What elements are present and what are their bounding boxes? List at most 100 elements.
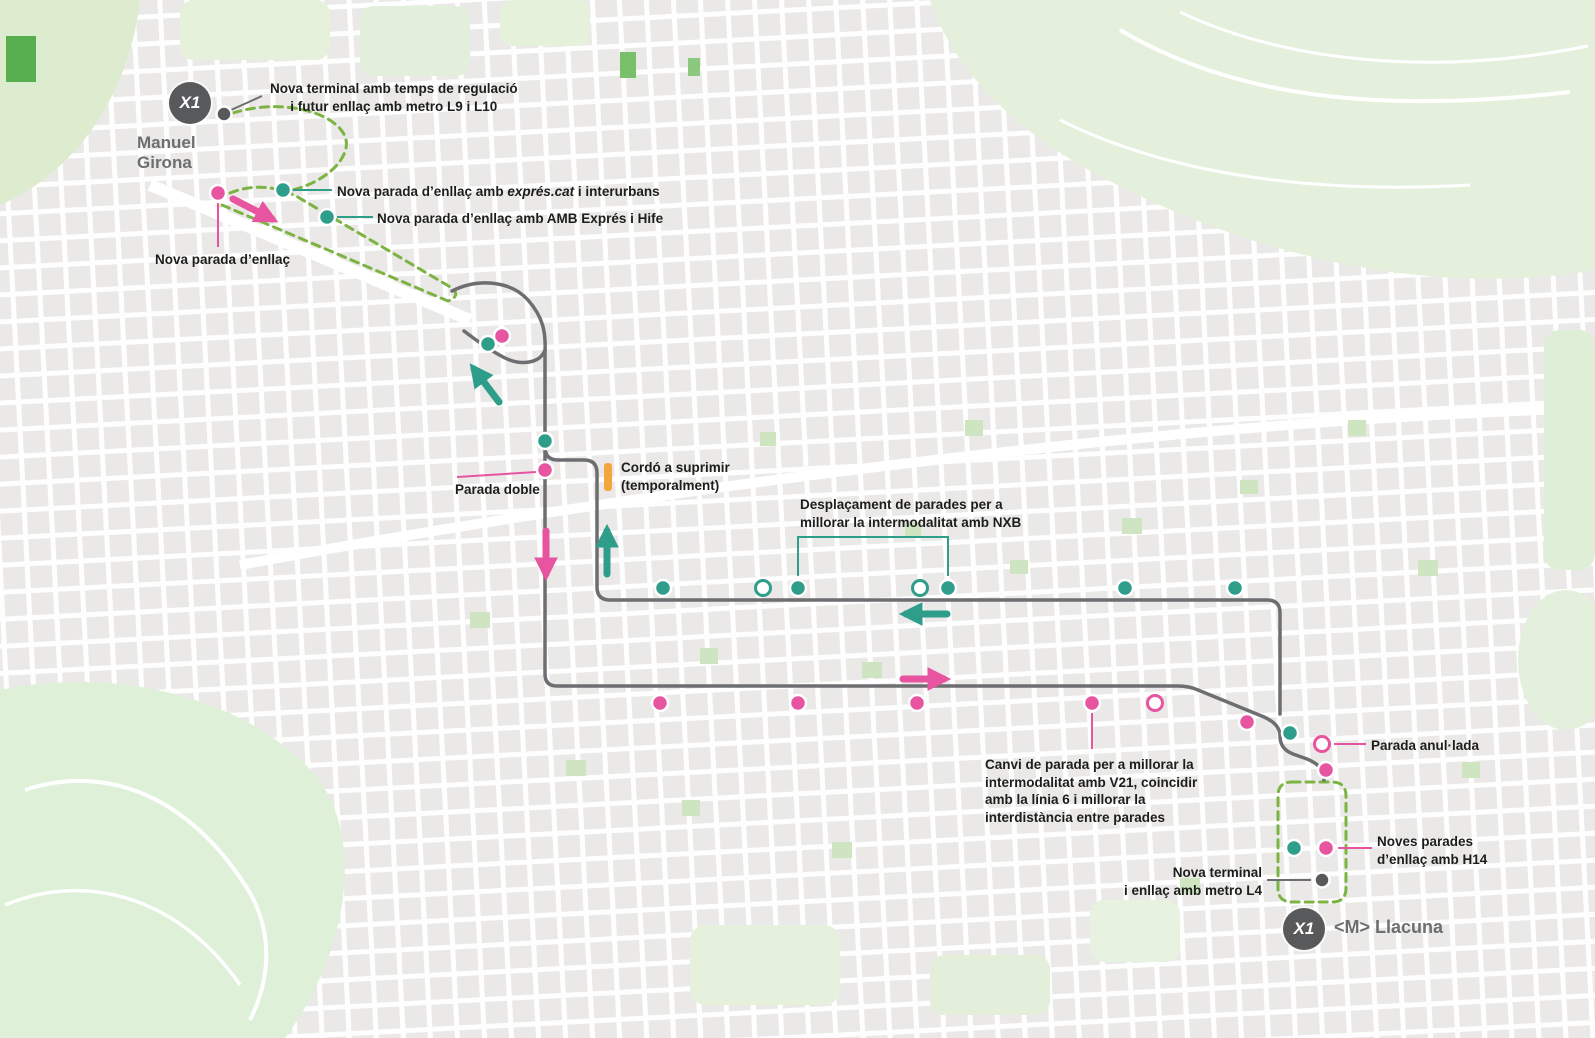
avenue-road bbox=[147, 179, 473, 326]
dashed-terminal-box bbox=[1276, 780, 1348, 904]
terminal-dot-start bbox=[215, 105, 233, 123]
park-patch bbox=[930, 955, 1050, 1015]
terminal-name-start-line1: Manuel bbox=[137, 133, 196, 152]
cordo-marker bbox=[604, 463, 612, 491]
connector-parada-doble bbox=[456, 471, 537, 478]
arrow-outbound-start bbox=[229, 195, 279, 223]
stop-teal bbox=[653, 578, 673, 598]
stop-pink bbox=[208, 183, 228, 203]
terminal-name-start-line2: Girona bbox=[137, 153, 192, 173]
dark-green-patch bbox=[688, 58, 700, 76]
dark-green-patch bbox=[6, 36, 36, 82]
stop-pink bbox=[1316, 838, 1336, 858]
route-southbound bbox=[450, 281, 1326, 782]
stops bbox=[208, 105, 1336, 889]
annotation-terminal-l4: Nova terminal i enllaç amb metro L4 bbox=[1060, 864, 1262, 899]
annotation-expres-cat-suffix: i interurbans bbox=[574, 184, 660, 199]
annotation-terminal-l4-line2: i enllaç amb metro L4 bbox=[1123, 882, 1262, 898]
park-large bbox=[0, 681, 345, 1038]
park-patch bbox=[690, 925, 840, 1005]
avenue-road bbox=[239, 403, 1595, 570]
stop-teal bbox=[1115, 578, 1135, 598]
hill-contour bbox=[1179, 10, 1589, 64]
dark-green-patch bbox=[620, 52, 636, 78]
annotation-desplacament-line2: millorar la intermodalitat amb NXB bbox=[800, 514, 1022, 530]
stop-pink bbox=[788, 693, 808, 713]
annotation-expres-cat: Nova parada d’enllaç amb exprés.cat i in… bbox=[337, 183, 660, 201]
annotation-canvi-line1: Canvi de parada per a millorar la bbox=[985, 757, 1194, 772]
line-badge-start: X1 bbox=[169, 82, 211, 124]
stop-teal bbox=[1284, 838, 1304, 858]
stop-open-teal bbox=[911, 579, 929, 597]
park-path bbox=[24, 778, 269, 1021]
annotation-cordo: Cordó a suprimir (temporalment) bbox=[621, 459, 730, 494]
annotation-cordo-line1: Cordó a suprimir bbox=[621, 460, 730, 475]
annotation-new-terminal-l9: Nova terminal amb temps de regulació i f… bbox=[270, 80, 518, 115]
terminal-name-end: <M> Llacuna bbox=[1334, 917, 1444, 937]
hill-contour bbox=[1059, 118, 1471, 189]
annotation-parada-doble: Parada doble bbox=[455, 482, 540, 497]
park-hills bbox=[930, 0, 1595, 279]
arrow-return-loop bbox=[469, 363, 503, 406]
annotation-new-terminal-l9-line1: Nova terminal amb temps de regulació bbox=[270, 81, 518, 96]
annotation-canvi-line3: amb la línia 6 i millorar la bbox=[985, 792, 1146, 808]
terminal-name-start: Manuel Girona bbox=[137, 133, 196, 173]
stop-pink bbox=[535, 460, 555, 480]
stop-pink bbox=[1316, 760, 1336, 780]
annotation-desplacament-line1: Desplaçament de parades per a bbox=[800, 497, 1003, 512]
annotation-terminal-l4-line1: Nova terminal bbox=[1172, 865, 1262, 880]
line-badge-start-label: X1 bbox=[179, 93, 201, 112]
stop-pink bbox=[1082, 693, 1102, 713]
stop-open-pink bbox=[1146, 694, 1164, 712]
stop-pink bbox=[1237, 712, 1257, 732]
stop-open-teal bbox=[754, 579, 772, 597]
annotation-amb-expres: Nova parada d’enllaç amb AMB Exprés i Hi… bbox=[377, 211, 664, 226]
avenues bbox=[147, 179, 1595, 570]
annotation-connectors bbox=[217, 95, 1372, 881]
small-green-blocks bbox=[470, 420, 1480, 894]
stop-teal bbox=[478, 334, 498, 354]
stop-pink bbox=[492, 326, 512, 346]
park-patch bbox=[360, 6, 470, 76]
annotation-h14-line1: Noves parades bbox=[1377, 834, 1474, 849]
annotation-expres-cat-italic: exprés.cat bbox=[507, 184, 575, 199]
park-patch bbox=[180, 0, 330, 60]
stop-teal bbox=[1280, 723, 1300, 743]
stop-teal bbox=[938, 578, 958, 598]
hill-contour bbox=[1118, 28, 1571, 104]
stop-open-pink bbox=[1313, 735, 1331, 753]
stop-pink bbox=[650, 693, 670, 713]
annotation-expres-cat-prefix: Nova parada d’enllaç amb bbox=[337, 184, 508, 199]
route-loop-return bbox=[462, 329, 547, 365]
annotation-cordo-line2: (temporalment) bbox=[621, 477, 720, 493]
stop-teal bbox=[317, 207, 337, 227]
annotation-canvi: Canvi de parada per a millorar la interm… bbox=[985, 756, 1197, 826]
stop-teal bbox=[535, 431, 555, 451]
connector-terminal-l9 bbox=[230, 95, 263, 111]
line-badge-end: X1 bbox=[1283, 908, 1325, 950]
annotation-anullada: Parada anul·lada bbox=[1371, 738, 1480, 753]
stop-teal bbox=[1225, 578, 1245, 598]
stop-teal bbox=[273, 180, 293, 200]
annotation-desplacament: Desplaçament de parades per a millorar l… bbox=[800, 496, 1021, 531]
annotation-nova-parada: Nova parada d’enllaç bbox=[155, 252, 291, 267]
terminal-dot-end bbox=[1313, 871, 1331, 889]
park-patch bbox=[1518, 590, 1595, 730]
stop-pink bbox=[907, 693, 927, 713]
stop-teal bbox=[788, 578, 808, 598]
route-northbound bbox=[543, 445, 1282, 716]
park-patch bbox=[500, 0, 590, 46]
park-patch bbox=[1544, 330, 1595, 570]
annotation-new-terminal-l9-line2: i futur enllaç amb metro L9 i L10 bbox=[290, 98, 498, 114]
annotation-h14-line2: d’enllaç amb H14 bbox=[1377, 851, 1488, 867]
annotation-canvi-line2: intermodalitat amb V21, coincidir bbox=[985, 774, 1198, 790]
dashed-terminal-loop bbox=[231, 105, 348, 193]
annotation-h14: Noves parades d’enllaç amb H14 bbox=[1377, 833, 1487, 868]
line-badge-end-label: X1 bbox=[1293, 919, 1315, 938]
direction-arrows bbox=[229, 195, 952, 691]
connector-desplacament bbox=[797, 536, 949, 576]
park-path bbox=[4, 888, 242, 986]
